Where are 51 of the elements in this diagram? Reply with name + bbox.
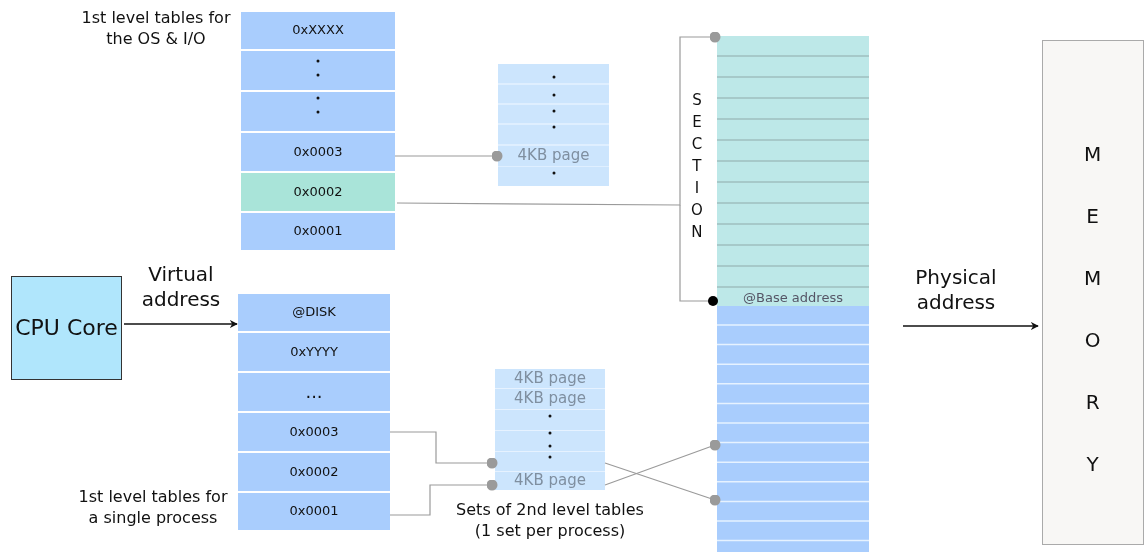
cell-label: 0x0003 <box>289 424 339 440</box>
table-row <box>238 493 390 530</box>
table-caption: 1st level tables for the OS & I/O <box>80 8 232 50</box>
table-row <box>495 410 605 430</box>
table-caption: 1st level tables for a single process <box>77 487 229 529</box>
vertical-label: MEMORY <box>1084 141 1102 478</box>
table-row <box>498 146 609 166</box>
connector <box>394 150 503 162</box>
page-label: 4KB page <box>514 472 586 490</box>
table-row <box>241 51 395 90</box>
connector <box>389 479 498 516</box>
page-label: 4KB page <box>514 390 586 408</box>
cell-label: 0x0002 <box>293 184 343 200</box>
table-caption: Sets of 2nd level tables (1 set per process) <box>455 500 645 542</box>
address-label: @Base address <box>742 290 844 305</box>
page-table <box>498 64 609 186</box>
cell-label: 0xXXXX <box>292 23 344 38</box>
cell-label: 0xYYYY <box>290 344 338 360</box>
arrow <box>902 322 1039 330</box>
table-row <box>238 333 390 371</box>
connector <box>604 439 721 486</box>
table-row <box>495 369 605 388</box>
cell-label: 0x0001 <box>289 504 339 519</box>
table-row <box>241 133 395 171</box>
table-row <box>238 453 390 491</box>
page-label: 4KB page <box>514 369 586 388</box>
process-box <box>11 276 122 380</box>
table-row <box>238 373 390 411</box>
arrow <box>123 320 238 328</box>
connector <box>396 31 721 206</box>
table-row <box>241 92 395 131</box>
cell-label: 0x0002 <box>289 464 339 480</box>
cell-label: ... <box>305 381 323 403</box>
table-row <box>495 389 605 409</box>
connector <box>604 462 721 506</box>
page-label: 4KB page <box>517 147 590 165</box>
vertical-label: SECTION <box>691 90 703 244</box>
cell-label: 0x0003 <box>293 144 343 160</box>
table-row <box>241 173 395 211</box>
table-row <box>241 213 395 250</box>
memory-block <box>1042 40 1144 545</box>
cell-label: CPU Core <box>15 315 118 341</box>
table-row <box>495 452 605 471</box>
connector <box>389 431 498 469</box>
cell-label: 0x0001 <box>293 224 343 239</box>
table-row <box>495 472 605 490</box>
cell-label: @DISK <box>292 305 336 320</box>
table-row <box>495 431 605 451</box>
table-row <box>238 294 390 331</box>
table-row <box>238 413 390 451</box>
table-row <box>241 12 395 49</box>
